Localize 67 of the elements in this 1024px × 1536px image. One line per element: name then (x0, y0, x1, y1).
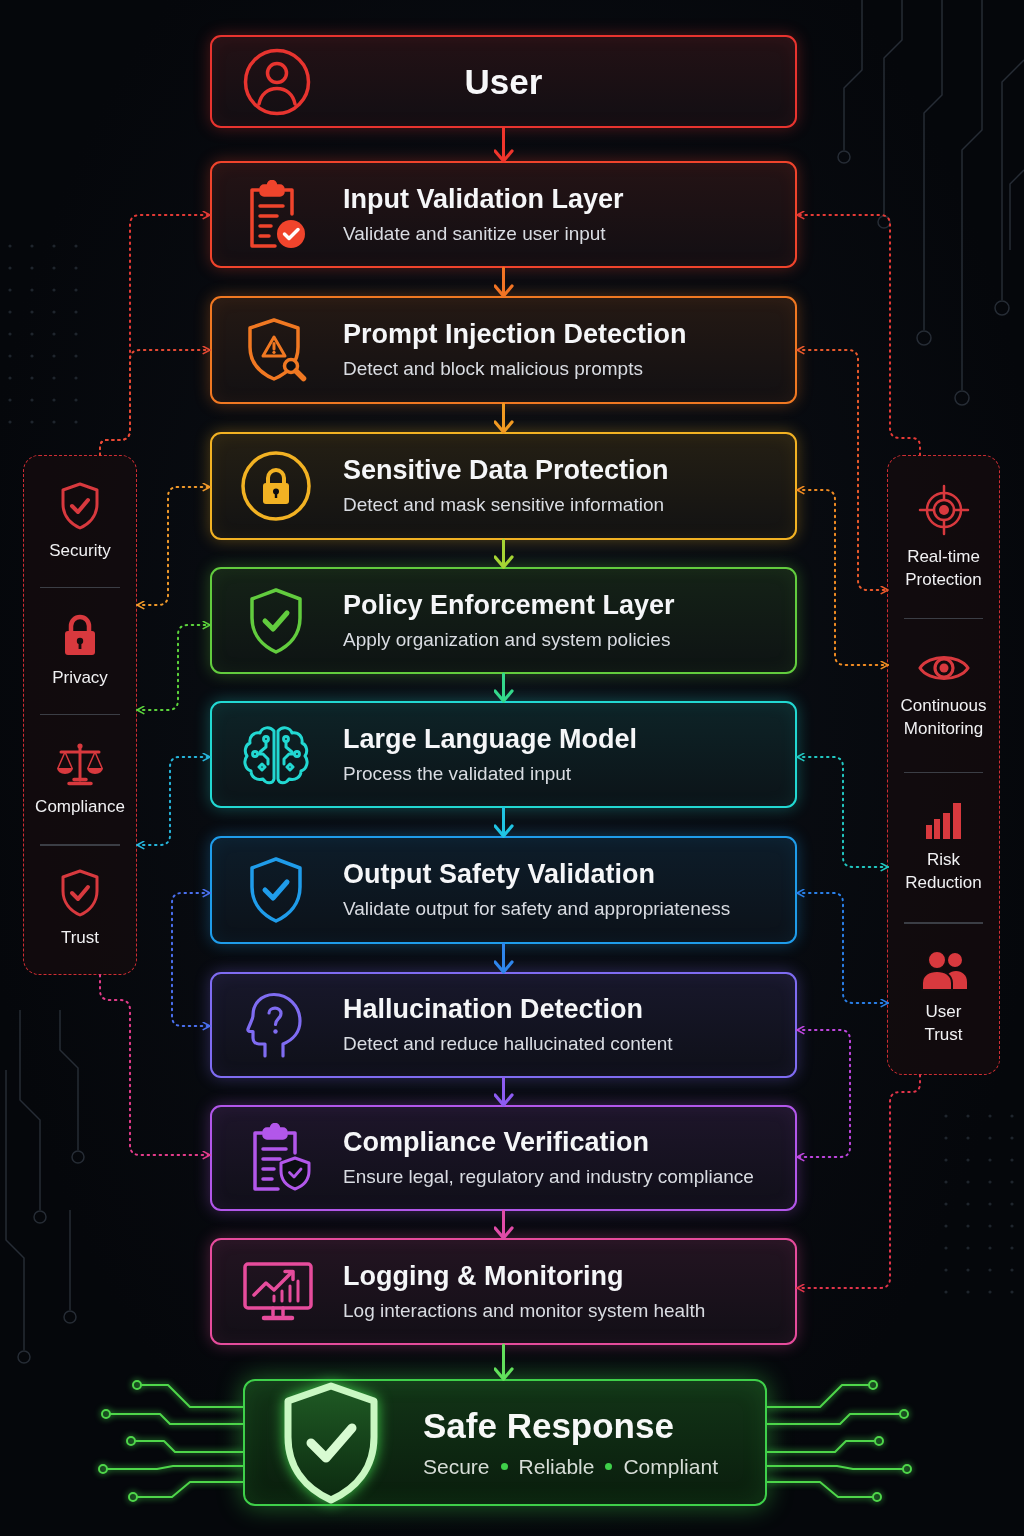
panel-label: Real-time Protection (904, 545, 983, 591)
step-description: Process the validated input (343, 762, 572, 786)
panel-label: Compliance (35, 795, 125, 818)
step-description: Detect and reduce hallucinated content (343, 1033, 673, 1056)
dotted-connector (136, 482, 211, 610)
step-title: Policy Enforcement Layer (343, 589, 675, 621)
step-box (210, 701, 797, 808)
step-description: Ensure legal, regulatory and industry compliance (343, 1166, 754, 1189)
flow-arrow (493, 538, 514, 569)
step-box (210, 1105, 797, 1211)
step-description: Apply organization and system policies (343, 628, 671, 652)
dotted-connector (99, 974, 211, 1160)
step-box (210, 161, 797, 268)
side-panel (887, 455, 1000, 1075)
step-title: Sensitive Data Protection (343, 455, 669, 487)
step-box (210, 296, 797, 404)
dotted-connector (171, 888, 211, 1031)
flow-arrow (493, 402, 514, 434)
flow-arrow (493, 1343, 514, 1381)
flow-arrow (493, 126, 514, 163)
step-description: Validate and sanitize user input (343, 222, 606, 246)
panel-label: Trust (60, 926, 100, 949)
panel-label: Privacy (52, 667, 108, 690)
flow-arrow (493, 672, 514, 703)
dotted-connector (796, 485, 889, 670)
step-box (210, 567, 797, 674)
step-description: Validate output for safety and appropriateness (343, 898, 731, 921)
dotted-connector (796, 1074, 921, 1293)
panel-label: Risk Reduction (904, 849, 983, 894)
dotted-connector (796, 210, 921, 456)
flow-arrow (493, 266, 514, 298)
step-box (210, 1238, 797, 1345)
flow-arrow (493, 806, 514, 838)
flow-arrow (493, 1209, 514, 1240)
step-description: Detect and block malicious prompts (343, 358, 643, 381)
step-box (210, 836, 797, 944)
panel-label: User Trust (923, 1001, 964, 1046)
result-box (243, 1379, 767, 1506)
dotted-connector (796, 1025, 851, 1162)
flow-arrow (493, 1076, 514, 1107)
dotted-connector (136, 620, 211, 715)
step-description: Detect and mask sensitive information (343, 494, 665, 517)
step-title: Hallucination Detection (343, 994, 644, 1026)
dotted-connector (796, 888, 889, 1008)
step-box (210, 432, 797, 540)
panel-label: Security (49, 539, 111, 562)
step-box (210, 972, 797, 1078)
panel-label: Continuous Monitoring (899, 695, 988, 740)
step-title: Output Safety Validation (343, 859, 656, 891)
tagline-word: Compliant (623, 1454, 718, 1479)
step-title: User (464, 62, 543, 101)
dotted-connector (796, 345, 889, 595)
flow-arrow (493, 942, 514, 974)
side-panel (23, 455, 137, 975)
step-title: Logging & Monitoring (343, 1260, 624, 1292)
step-title: Input Validation Layer (343, 183, 624, 215)
step-description: Log interactions and monitor system health (343, 1299, 706, 1323)
dotted-connector (99, 345, 211, 456)
step-title: Compliance Verification (343, 1127, 650, 1159)
dotted-connector (136, 752, 211, 850)
tagline-word: Secure (423, 1454, 490, 1479)
tagline-word: Reliable (518, 1454, 595, 1479)
step-box (210, 35, 797, 128)
step-title: Large Language Model (343, 723, 638, 755)
result-title: Safe Response (423, 1406, 674, 1447)
step-title: Prompt Injection Detection (343, 319, 687, 351)
dotted-connector (796, 752, 889, 872)
